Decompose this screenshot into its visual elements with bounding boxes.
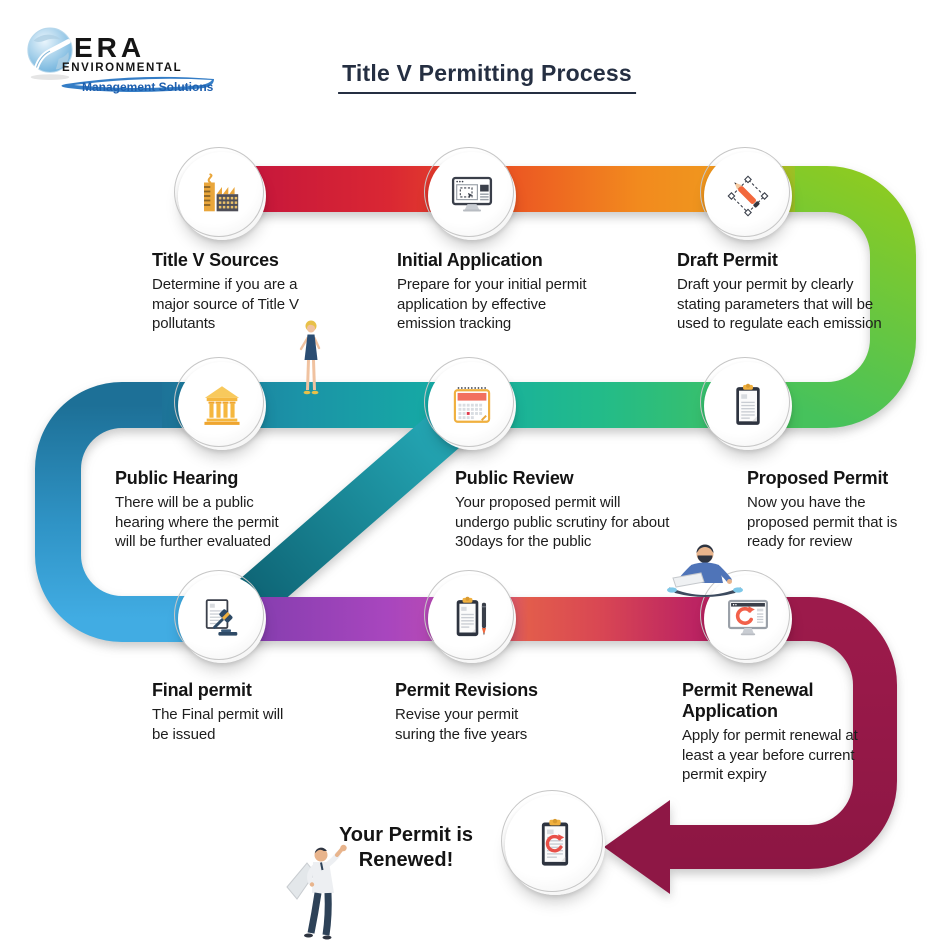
step-circle-public-review <box>424 357 516 450</box>
era-logo: ERA ENVIRONMENTAL Management Solutions <box>24 18 224 103</box>
logo-tagline-text: Management Solutions <box>82 80 214 94</box>
step-title: Final permit <box>152 680 252 700</box>
step-text-public-hearing: Public Hearing There will be a public he… <box>115 468 300 552</box>
step-description: Now you have the proposed permit that is… <box>747 494 898 550</box>
step-title: Public Review <box>455 468 574 488</box>
courthouse-icon <box>204 386 240 425</box>
man-with-laptop-figure <box>667 544 743 597</box>
logo-environmental-text: ENVIRONMENTAL <box>62 62 183 74</box>
ribbon-right-maroon-curve <box>666 597 897 869</box>
step-description: Apply for permit renewal at least a year… <box>682 727 858 783</box>
celebrating-man-figure <box>286 844 347 940</box>
swoosh-icon <box>61 76 214 92</box>
step-description: Determine if you are a major source of T… <box>152 276 299 332</box>
ribbon-diagonal <box>219 395 481 631</box>
step-text-initial-application: Initial Application Prepare for your ini… <box>397 250 602 334</box>
finale-label: Your Permit is Renewed! <box>338 824 474 871</box>
factory-icon <box>204 173 239 212</box>
step-description: There will be a public hearing where the… <box>115 494 279 550</box>
logo-tagline-group: Management Solutions <box>54 76 214 102</box>
step-circle-draft-permit <box>700 147 792 240</box>
calendar-icon <box>453 387 491 423</box>
step-title: Permit Renewal Application <box>682 680 814 721</box>
clipboard-pencil-icon <box>456 596 487 637</box>
pencil-draft-icon <box>727 175 769 217</box>
monitor-application-icon <box>451 176 493 212</box>
step-title: Public Hearing <box>115 468 239 488</box>
step-circle-permit-renewal-application <box>700 570 792 663</box>
step-text-permit-renewal-application: Permit Renewal Application Apply for per… <box>682 680 867 785</box>
clipboard-renewal-icon <box>541 818 569 866</box>
ribbon-right-green-curve <box>746 166 916 428</box>
step-circle-proposed-permit <box>700 357 792 450</box>
step-description: Your proposed permit will undergo public… <box>455 494 670 550</box>
gavel-document-icon <box>205 599 238 636</box>
step-circle-initial-application <box>424 147 516 240</box>
step-circle-title-v-sources <box>174 147 266 240</box>
step-text-permit-revisions: Permit Revisions Revise your permit suri… <box>395 680 553 744</box>
monitor-renewal-icon <box>728 599 768 636</box>
step-description: Draft your permit by clearly stating par… <box>677 276 882 332</box>
step-description: Revise your permit suring the five years <box>395 706 528 743</box>
step-circle-permit-revisions <box>424 570 516 663</box>
step-circle-public-hearing <box>174 357 266 450</box>
step-text-final-permit: Final permit The Final permit will be is… <box>152 680 287 744</box>
globe-icon <box>27 27 73 80</box>
page-title: Title V Permitting Process <box>338 60 636 94</box>
step-title: Proposed Permit <box>747 468 889 488</box>
standing-woman-figure <box>299 320 321 395</box>
step-title: Title V Sources <box>152 250 279 270</box>
step-text-title-v-sources: Title V Sources Determine if you are a m… <box>152 250 332 334</box>
step-text-draft-permit: Draft Permit Draft your permit by clearl… <box>677 250 897 334</box>
step-circle-final-permit <box>174 570 266 663</box>
step-description: Prepare for your initial permit applicat… <box>397 276 587 332</box>
step-text-proposed-permit: Proposed Permit Now you have the propose… <box>747 468 922 552</box>
clipboard-icon <box>736 383 760 425</box>
ribbon-left-blue-curve <box>35 382 226 642</box>
step-circle-permit-renewed <box>501 790 605 895</box>
step-title: Initial Application <box>397 250 543 270</box>
step-description: The Final permit will be issued <box>152 706 284 743</box>
logo-brand-text: ERA <box>74 32 146 63</box>
step-title: Draft Permit <box>677 250 778 270</box>
arrowhead-left <box>604 800 670 894</box>
step-title: Permit Revisions <box>395 680 538 700</box>
step-text-public-review: Public Review Your proposed permit will … <box>455 468 670 552</box>
